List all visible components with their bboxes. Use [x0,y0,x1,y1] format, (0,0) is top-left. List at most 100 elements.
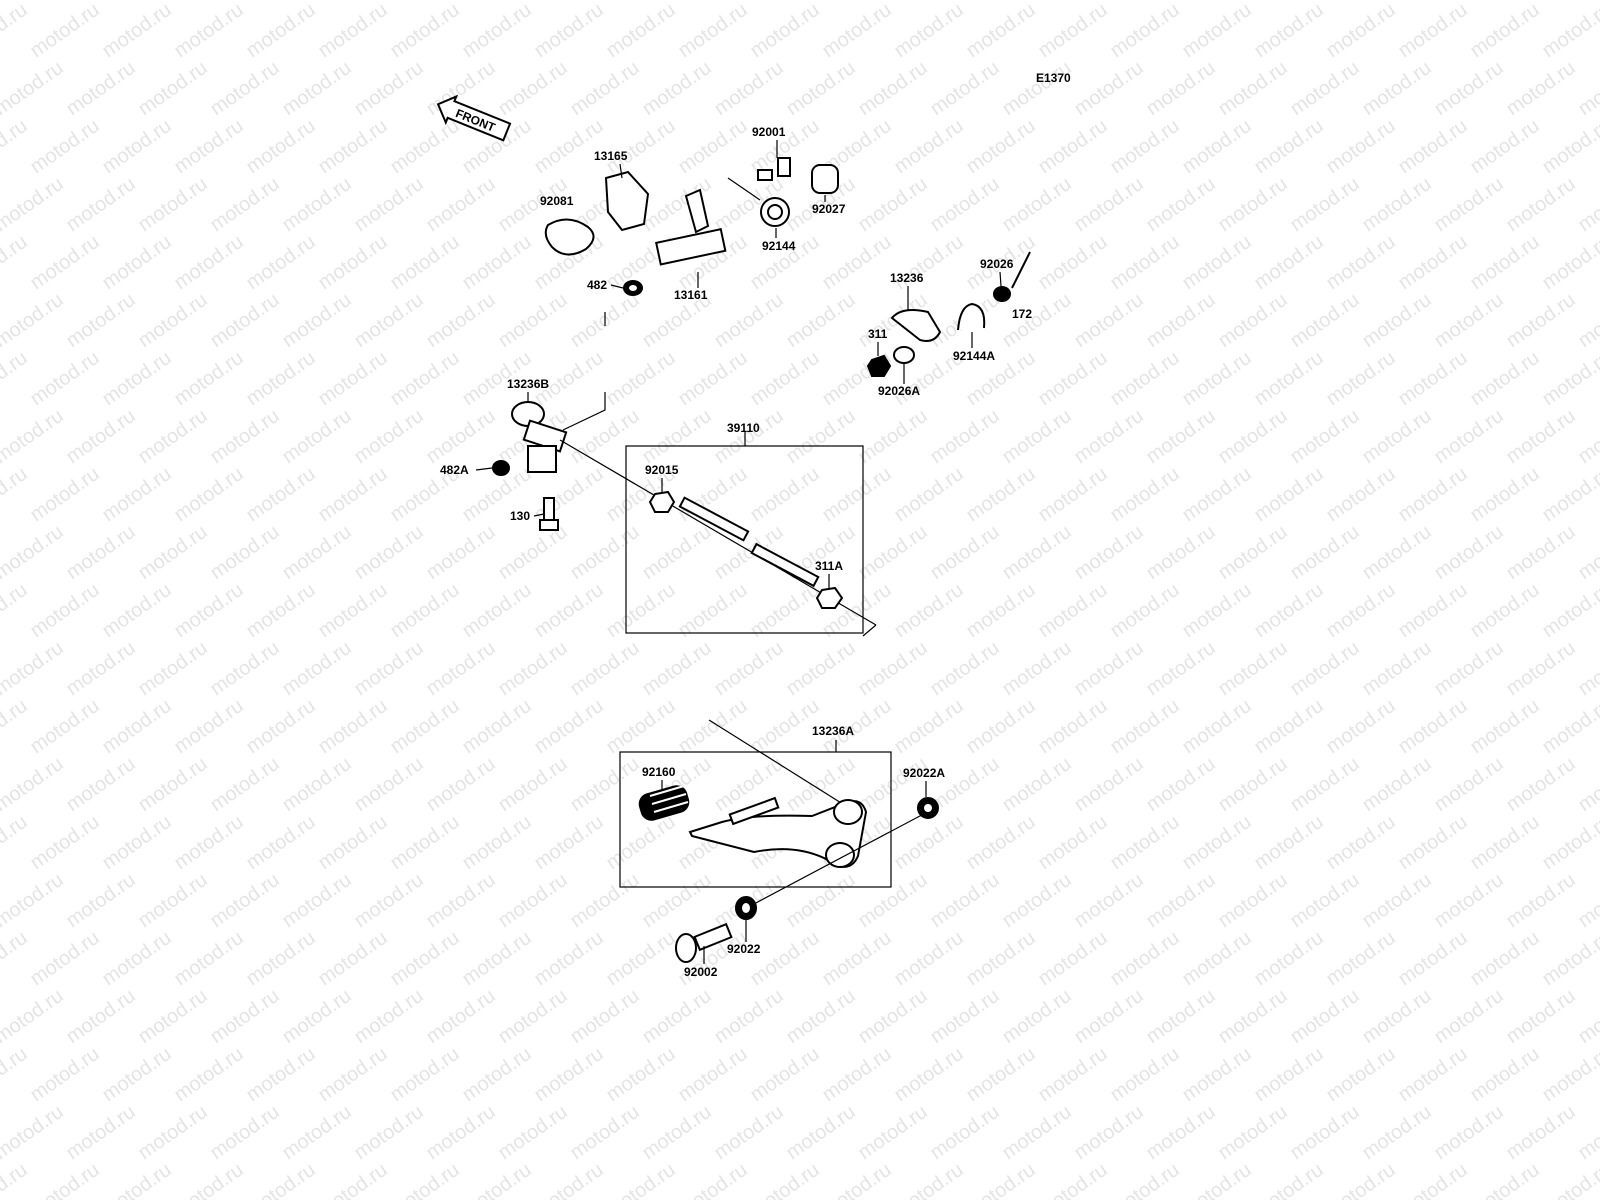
watermark-text: motod.ru [1430,985,1507,1048]
watermark-text: motod.ru [170,695,247,758]
watermark-text: motod.ru [638,57,715,120]
watermark-text: motod.ru [62,173,139,236]
watermark-text: motod.ru [134,173,211,236]
bolt-172-icon [1011,251,1031,289]
watermark-text: motod.ru [710,637,787,700]
washer-92026A-icon [893,346,915,364]
watermark-text: motod.ru [0,869,68,932]
label-172: 172 [1012,307,1032,321]
watermark-text: motod.ru [1286,57,1363,120]
watermark-text: motod.ru [1178,347,1255,410]
watermark-text: motod.ru [26,1043,103,1106]
watermark-text: motod.ru [422,985,499,1048]
watermark-text: motod.ru [1106,695,1183,758]
watermark-text: motod.ru [1070,405,1147,468]
watermark-text: motod.ru [782,869,859,932]
watermark-text: motod.ru [674,115,751,178]
label-92160: 92160 [642,765,676,779]
watermark-text: motod.ru [350,637,427,700]
watermark-text: motod.ru [1214,1101,1291,1164]
watermark-text: motod.ru [638,869,715,932]
watermark-text: motod.ru [962,579,1039,642]
watermark-text: motod.ru [0,1159,32,1200]
watermark-text: motod.ru [1394,115,1471,178]
watermark-text: motod.ru [1538,695,1600,758]
watermark-text: motod.ru [926,0,1003,4]
watermark-text: motod.ru [1286,637,1363,700]
watermark-text: motod.ru [422,289,499,352]
watermark-text: motod.ru [206,753,283,816]
watermark-text: motod.ru [386,231,463,294]
label-92026: 92026 [980,257,1014,271]
watermark-text: motod.ru [278,985,355,1048]
watermark-text: motod.ru [0,1043,32,1106]
watermark-text: motod.ru [674,1159,751,1200]
watermark-text: motod.ru [278,521,355,584]
watermark-text: motod.ru [494,753,571,816]
watermark-text: motod.ru [350,57,427,120]
watermark-text: motod.ru [386,811,463,874]
watermark-text: motod.ru [386,1043,463,1106]
watermark-text: motod.ru [1322,1159,1399,1200]
watermark-text: motod.ru [1034,231,1111,294]
watermark-text: motod.ru [566,985,643,1048]
watermark-text: motod.ru [890,463,967,526]
bolt-130-icon [539,497,559,531]
watermark-text: motod.ru [1286,0,1363,4]
watermark-text: motod.ru [1142,869,1219,932]
watermark-text: motod.ru [1106,231,1183,294]
watermark-text: motod.ru [386,927,463,990]
watermark-text: motod.ru [98,231,175,294]
watermark-text: motod.ru [1286,173,1363,236]
watermark-text: motod.ru [26,115,103,178]
watermark-text: motod.ru [1178,0,1255,62]
watermark-text: motod.ru [926,405,1003,468]
watermark-text: motod.ru [314,695,391,758]
watermark-text: motod.ru [674,347,751,410]
watermark-text: motod.ru [350,289,427,352]
watermark-text: motod.ru [926,869,1003,932]
watermark-text: motod.ru [1358,753,1435,816]
watermark-text: motod.ru [1466,231,1543,294]
watermark-text: motod.ru [818,1159,895,1200]
watermark-text: motod.ru [1178,811,1255,874]
watermark-text: motod.ru [962,927,1039,990]
watermark-text: motod.ru [206,289,283,352]
watermark-text: motod.ru [1538,579,1600,642]
watermark-text: motod.ru [1142,289,1219,352]
watermark-text: motod.ru [242,0,319,62]
watermark-text: motod.ru [1502,753,1579,816]
watermark-text: motod.ru [494,869,571,932]
watermark-text: motod.ru [0,637,68,700]
watermark-text: motod.ru [1430,1101,1507,1164]
watermark-text: motod.ru [1322,579,1399,642]
watermark-text: motod.ru [962,1159,1039,1200]
watermark-text: motod.ru [782,405,859,468]
watermark-text: motod.ru [1250,1043,1327,1106]
watermark-text: motod.ru [602,1159,679,1200]
watermark-text: motod.ru [1142,173,1219,236]
watermark-text: motod.ru [1502,869,1579,932]
watermark-text: motod.ru [1394,0,1471,62]
watermark-text: motod.ru [782,637,859,700]
watermark-text: motod.ru [350,173,427,236]
watermark-text: motod.ru [638,521,715,584]
watermark-text: motod.ru [1430,521,1507,584]
watermark-text: motod.ru [1538,1159,1600,1200]
watermark-text: motod.ru [1538,231,1600,294]
watermark-text: motod.ru [1250,463,1327,526]
watermark-text: motod.ru [242,115,319,178]
watermark-text: motod.ru [206,405,283,468]
watermark-text: motod.ru [1286,869,1363,932]
watermark-text: motod.ru [26,579,103,642]
watermark-text: motod.ru [890,927,967,990]
watermark-text: motod.ru [1574,405,1600,468]
watermark-text: motod.ru [638,0,715,4]
watermark-text: motod.ru [1142,1101,1219,1164]
watermark-text: motod.ru [1142,985,1219,1048]
watermark-text: motod.ru [1034,1043,1111,1106]
watermark-text: motod.ru [926,57,1003,120]
label-92001: 92001 [752,125,786,139]
watermark-text: motod.ru [1214,57,1291,120]
watermark-text: motod.ru [314,1159,391,1200]
